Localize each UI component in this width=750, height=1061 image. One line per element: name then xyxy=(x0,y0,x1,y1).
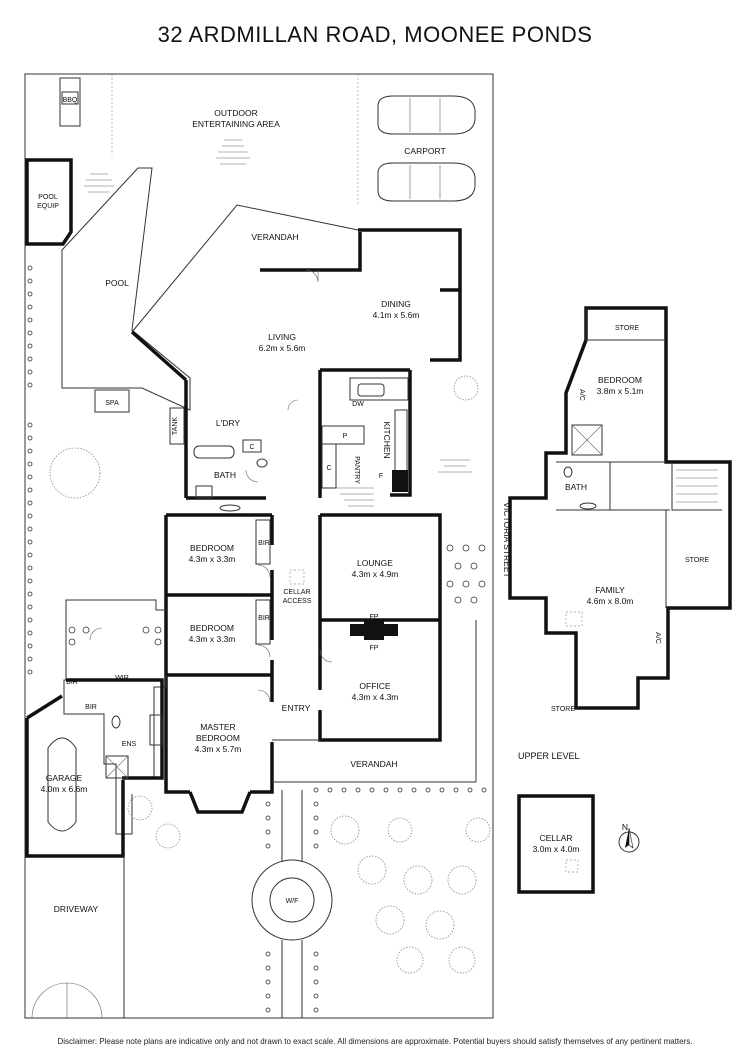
cellar-access-label-2: ACCESS xyxy=(283,598,312,605)
bir2-label: BIR xyxy=(258,615,270,622)
office-label: OFFICE xyxy=(359,681,390,691)
site-boundary xyxy=(24,73,494,1019)
living-dim: 6.2m x 5.6m xyxy=(259,343,306,353)
cellar: CELLAR 3.0m x 4.0m xyxy=(517,794,595,894)
verandah-rear-label: VERANDAH xyxy=(251,232,298,242)
garage-label: GARAGE xyxy=(46,773,83,783)
dining-label: DINING xyxy=(381,299,411,309)
house-outer-walls xyxy=(63,204,462,835)
upper-store-right-label: STORE xyxy=(685,557,709,564)
bir1-label: BIR xyxy=(258,540,270,547)
dining-dim: 4.1m x 5.6m xyxy=(373,310,420,320)
pantry-label: PANTRY xyxy=(353,456,360,484)
plan-title: 32 ARDMILLAN ROAD, MOONEE PONDS xyxy=(157,22,593,47)
wf-label: W/F xyxy=(286,898,299,905)
bbq-area: BBQ xyxy=(59,77,81,127)
compass-icon: N xyxy=(618,822,640,853)
upper-store-bottom-label: STORE xyxy=(551,706,575,713)
master-label-1: MASTER xyxy=(200,722,235,732)
outdoor-label-2: ENTERTAINING AREA xyxy=(192,119,280,129)
pool-equip-label-1: POOL xyxy=(38,194,58,201)
f-label: F xyxy=(379,473,383,480)
bathtub-icon xyxy=(193,445,235,459)
pergola-dots xyxy=(68,626,162,646)
garage-dim: 4.0m x 6.6m xyxy=(41,784,88,794)
bir4-label: BIR xyxy=(85,704,97,711)
tank: TANK xyxy=(169,407,185,445)
entry-label: ENTRY xyxy=(282,703,311,713)
upper-family-label: FAMILY xyxy=(595,585,625,595)
door-swings xyxy=(89,269,333,703)
cellar-label: CELLAR xyxy=(539,833,572,843)
ldry-label: L'DRY xyxy=(216,418,240,428)
left-fence xyxy=(27,265,33,675)
fireplace-icon xyxy=(350,620,398,640)
cellar-access-label-1: CELLAR xyxy=(283,589,310,596)
bedroom1-label: BEDROOM xyxy=(190,543,234,553)
p-label: P xyxy=(343,433,348,440)
paving-icon xyxy=(216,139,250,165)
compass-label: N xyxy=(622,822,628,832)
spa-label: SPA xyxy=(105,400,119,407)
upper-ac1-label: A/C xyxy=(578,389,585,401)
toilet-icon xyxy=(256,458,268,468)
driveway-label: DRIVEWAY xyxy=(54,904,99,914)
bedroom1-dim: 4.3m x 3.3m xyxy=(189,554,236,564)
c-label-2: C xyxy=(249,444,254,451)
pool: POOL xyxy=(61,167,191,411)
paving-icon xyxy=(84,173,114,193)
master-dim: 4.3m x 5.7m xyxy=(195,744,242,754)
gate-icon xyxy=(31,982,103,1019)
bay-window xyxy=(188,791,252,814)
upper-family-dim: 4.6m x 8.0m xyxy=(587,596,634,606)
upper-bath-label: BATH xyxy=(565,482,587,492)
car-icon xyxy=(377,162,476,202)
front-path: W/F xyxy=(251,790,333,1018)
kitchen-label: KITCHEN xyxy=(382,421,392,458)
tree-icon xyxy=(49,447,101,499)
lounge-label: LOUNGE xyxy=(357,558,393,568)
upper-bedroom-label: BEDROOM xyxy=(598,375,642,385)
kitchen: DW P C KITCHEN PANTRY F xyxy=(321,377,409,507)
c-label: C xyxy=(326,465,331,472)
upper-bedroom-dim: 3.8m x 5.1m xyxy=(597,386,644,396)
pool-label: POOL xyxy=(105,278,129,288)
toilet-icon xyxy=(563,466,573,478)
garden-border-dots xyxy=(265,787,487,1013)
dw-label: DW xyxy=(352,401,364,408)
bir3-label: BIR xyxy=(66,679,78,686)
living-label: LIVING xyxy=(268,332,296,342)
fp1-label: FP xyxy=(370,614,379,621)
wir-label: WIR xyxy=(115,675,129,682)
car-icon xyxy=(377,95,476,135)
verandah-front-label: VERANDAH xyxy=(350,759,397,769)
upper-level-label: UPPER LEVEL xyxy=(518,751,580,761)
street-label: VICTORIA STREET xyxy=(502,502,512,577)
cellar-dim: 3.0m x 4.0m xyxy=(533,844,580,854)
spa: SPA xyxy=(94,389,130,413)
side-garden xyxy=(438,375,486,604)
upper-store-top-label: STORE xyxy=(615,325,639,332)
fp2-label: FP xyxy=(370,645,379,652)
ens-label: ENS xyxy=(122,741,137,748)
lounge-dim: 4.3m x 4.9m xyxy=(352,569,399,579)
tank-label: TANK xyxy=(172,417,179,435)
garden-trees xyxy=(127,795,491,974)
pool-equip-room: POOL EQUIP xyxy=(25,158,73,246)
bedroom2-dim: 4.3m x 3.3m xyxy=(189,634,236,644)
upper-ac2-label: A/C xyxy=(654,632,661,644)
toilet-icon xyxy=(111,715,121,729)
bedroom2-label: BEDROOM xyxy=(190,623,234,633)
bath-label: BATH xyxy=(214,470,236,480)
carport-label: CARPORT xyxy=(404,146,445,156)
bbq-label: BBQ xyxy=(63,97,78,104)
upper-level-walls xyxy=(508,306,732,710)
disclaimer: Disclaimer: Please note plans are indica… xyxy=(57,1037,693,1046)
garage: GARAGE 4.0m x 6.6m xyxy=(25,694,125,858)
outdoor-label-1: OUTDOOR xyxy=(214,108,257,118)
pool-equip-label-2: EQUIP xyxy=(37,203,59,210)
office-dim: 4.3m x 4.3m xyxy=(352,692,399,702)
master-label-2: BEDROOM xyxy=(196,733,240,743)
